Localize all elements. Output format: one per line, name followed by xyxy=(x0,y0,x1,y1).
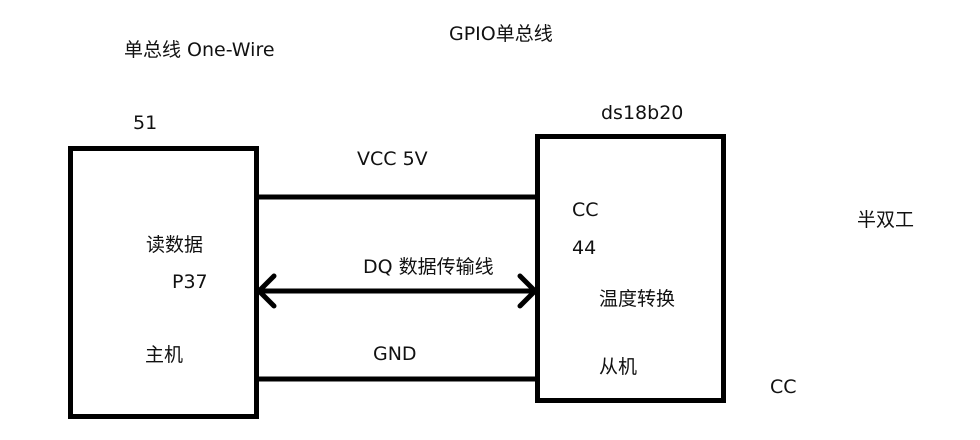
dq-arrow-right-icon xyxy=(517,273,538,309)
master-block xyxy=(68,146,259,419)
slave-code-44: 44 xyxy=(572,237,597,259)
duplex-label: 半双工 xyxy=(857,209,915,231)
master-pin-label: P37 xyxy=(172,271,208,293)
dq-label: DQ 数据传输线 xyxy=(363,256,494,278)
master-role-label: 主机 xyxy=(145,344,184,366)
cc-note-label: CC xyxy=(770,376,797,398)
master-read-label: 读数据 xyxy=(146,234,204,256)
slave-code-cc: CC xyxy=(572,199,599,221)
slave-block xyxy=(535,134,726,403)
bus-type-label: 单总线 One-Wire xyxy=(124,39,275,61)
slave-role-label: 从机 xyxy=(599,356,638,378)
gnd-label: GND xyxy=(373,343,417,365)
slave-chip-label: ds18b20 xyxy=(601,102,684,124)
gpio-bus-label: GPIO单总线 xyxy=(449,23,553,45)
master-id-label: 51 xyxy=(133,112,158,134)
vcc-label: VCC 5V xyxy=(357,148,428,170)
dq-arrow-left-icon xyxy=(256,273,277,309)
slave-convert-label: 温度转换 xyxy=(599,288,676,310)
